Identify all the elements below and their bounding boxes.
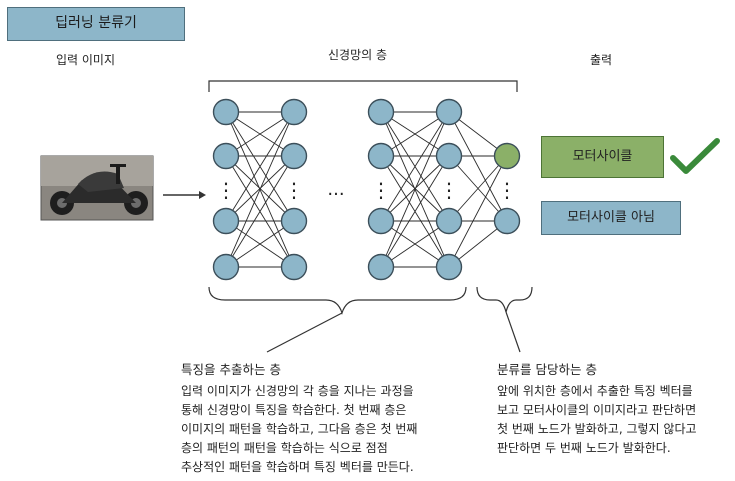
classifier-section-title: 분류를 담당하는 층 bbox=[497, 362, 597, 377]
node-0-2 bbox=[212, 207, 240, 235]
node-2-1 bbox=[367, 142, 395, 170]
node-1-2 bbox=[280, 207, 308, 235]
input-image-label: 입력 이미지 bbox=[56, 53, 116, 67]
node-3-0 bbox=[435, 98, 463, 126]
classifier-section-body: 앞에 위치한 층에서 추출한 특징 벡터를 보고 모터사이클의 이미지라고 판단… bbox=[497, 384, 697, 455]
node-0-3 bbox=[212, 253, 240, 281]
ellipsis-col-5: ⋮ bbox=[497, 178, 517, 202]
network-bracket bbox=[208, 80, 518, 92]
checkmark-icon bbox=[670, 138, 720, 174]
feature-section-body: 입력 이미지가 신경망의 각 층을 지나는 과정을 통해 신경망이 특징을 학습… bbox=[181, 384, 418, 474]
arrow-right-icon bbox=[163, 191, 206, 199]
connection-2-2-0 bbox=[448, 155, 508, 222]
output-not-motorcycle: 모터사이클 아님 bbox=[541, 201, 681, 235]
node-1-3 bbox=[280, 253, 308, 281]
node-0-1 bbox=[212, 142, 240, 170]
feature-layers-brace bbox=[208, 286, 467, 316]
connection-1-3-0 bbox=[380, 111, 450, 268]
active-node-4-0 bbox=[493, 142, 521, 170]
network-layers-label: 신경망의 층 bbox=[328, 48, 388, 62]
connection-1-1-0 bbox=[380, 111, 450, 157]
classifier-leader-line bbox=[505, 311, 521, 353]
node-2-3 bbox=[367, 253, 395, 281]
connection-1-3-2 bbox=[380, 220, 450, 268]
feature-leader-line bbox=[266, 312, 343, 353]
connection-2-3-0 bbox=[448, 155, 508, 268]
node-3-1 bbox=[435, 142, 463, 170]
node-4-1 bbox=[493, 207, 521, 235]
node-2-2 bbox=[367, 207, 395, 235]
connection-0-1-0 bbox=[225, 111, 295, 157]
ellipsis-col-4: ⋮ bbox=[439, 178, 459, 202]
ellipsis-horizontal: ··· bbox=[327, 184, 344, 205]
output-label: 출력 bbox=[590, 53, 613, 67]
node-3-2 bbox=[435, 207, 463, 235]
connection-1-3-1 bbox=[380, 155, 450, 268]
connection-2-0-1 bbox=[448, 111, 508, 222]
output-motorcycle: 모터사이클 bbox=[541, 136, 664, 178]
motorcycle-photo bbox=[40, 155, 154, 221]
node-1-1 bbox=[280, 142, 308, 170]
diagram-title: 딥러닝 분류기 bbox=[7, 7, 185, 41]
node-2-0 bbox=[367, 98, 395, 126]
node-1-0 bbox=[280, 98, 308, 126]
connection-0-2-0 bbox=[225, 111, 295, 222]
ellipsis-col-3: ⋮ bbox=[371, 178, 391, 202]
node-0-0 bbox=[212, 98, 240, 126]
connection-0-3-1 bbox=[225, 155, 295, 268]
ellipsis-col-2: ⋮ bbox=[284, 178, 304, 202]
classifier-layers-brace bbox=[476, 286, 533, 313]
node-3-3 bbox=[435, 253, 463, 281]
connection-1-2-0 bbox=[380, 111, 450, 222]
ellipsis-col-1: ⋮ bbox=[216, 178, 236, 202]
connection-0-3-0 bbox=[225, 111, 295, 268]
connection-0-3-2 bbox=[225, 220, 295, 268]
feature-section-title: 특징을 추출하는 층 bbox=[181, 362, 281, 377]
